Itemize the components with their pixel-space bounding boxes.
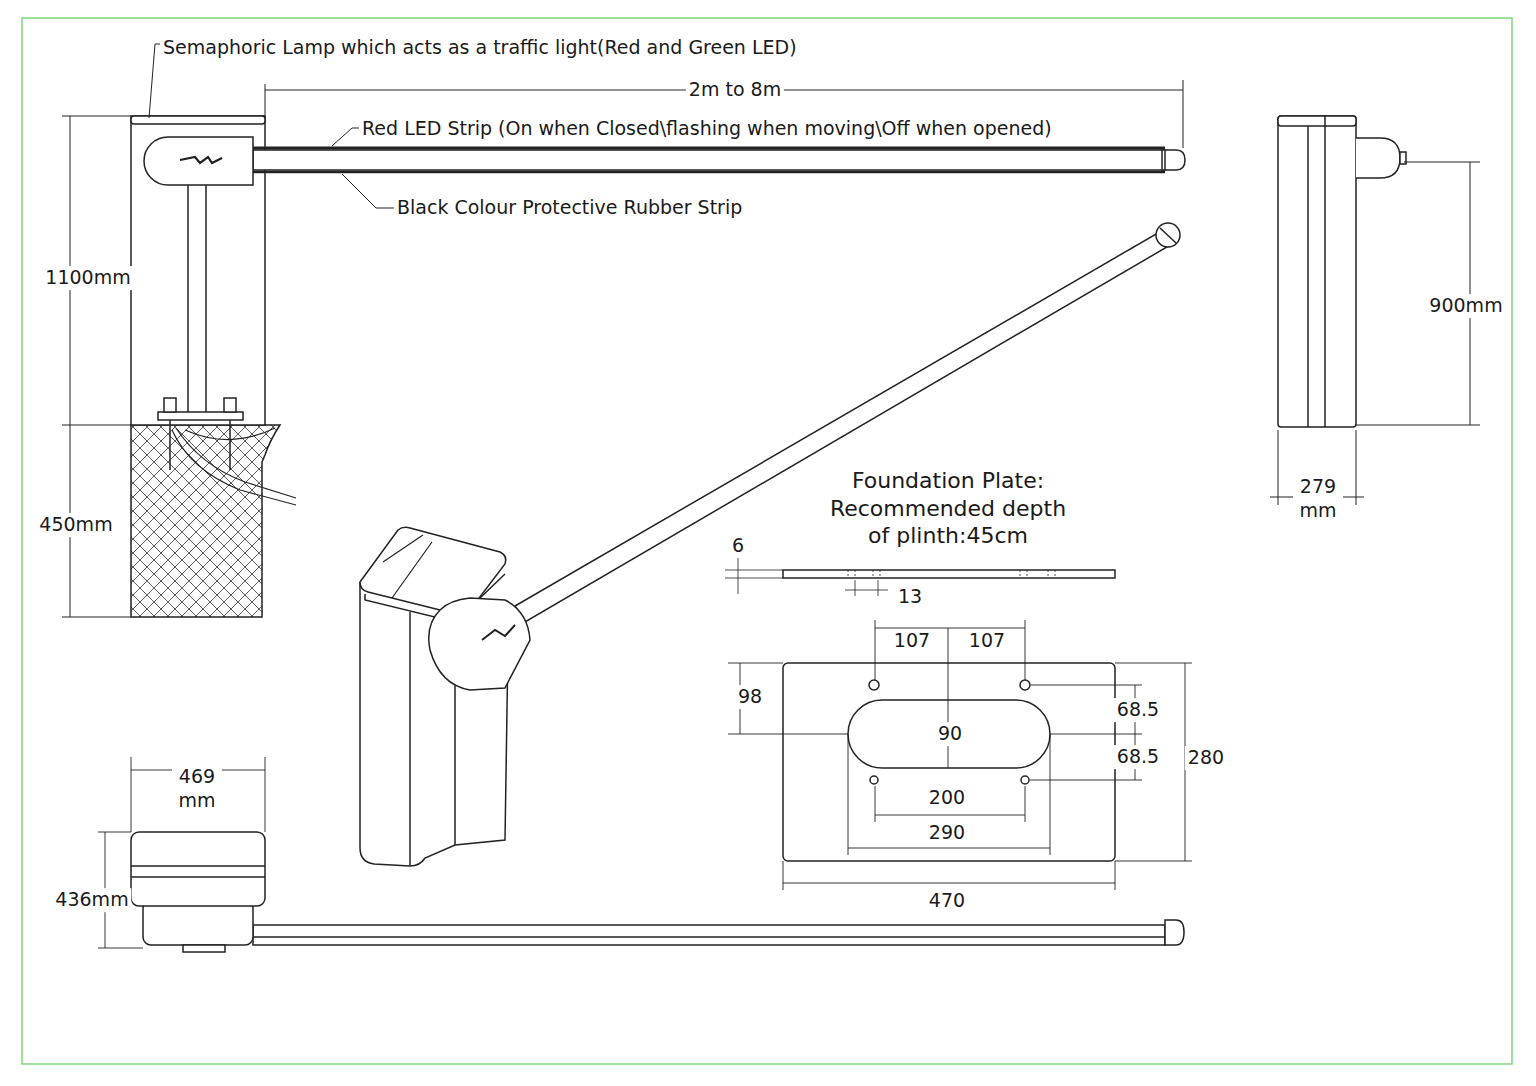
dimension-label: 107	[966, 629, 1008, 653]
isometric-view	[360, 223, 1180, 866]
dimension-label: 290	[926, 821, 968, 845]
dimension-label: 98	[735, 685, 765, 709]
foundation-plate	[725, 558, 1192, 890]
callout-text: Semaphoric Lamp which acts as a traffic …	[163, 36, 797, 60]
dimension-label: 1100mm	[42, 266, 133, 290]
dimension-label: 200	[926, 786, 968, 810]
callout-text: 2m to 8m	[686, 78, 784, 102]
dimension-label: 107	[891, 629, 933, 653]
top-view	[98, 757, 1184, 952]
dimension-label: 470	[926, 889, 968, 913]
dimension-label: 279 mm	[1293, 475, 1343, 523]
dimension-label: 436mm	[52, 888, 131, 912]
dimension-label: 90	[935, 722, 965, 746]
dimension-label: 450mm	[36, 513, 115, 537]
dimension-label: 900mm	[1426, 294, 1505, 318]
callout-text: Black Colour Protective Rubber Strip	[397, 196, 742, 220]
callout-text: Red LED Strip (On when Closed\flashing w…	[362, 117, 1052, 141]
dimension-label: 6	[732, 534, 744, 558]
dimension-label: 68.5	[1114, 745, 1162, 769]
heading-note: Foundation Plate: Recommended depth of p…	[823, 467, 1073, 550]
page-frame	[22, 18, 1512, 1064]
dimension-label: 469 mm	[172, 765, 222, 813]
dimension-label: 13	[898, 585, 922, 609]
dimension-label: 68.5	[1114, 698, 1162, 722]
dimension-label: 280	[1185, 746, 1227, 770]
